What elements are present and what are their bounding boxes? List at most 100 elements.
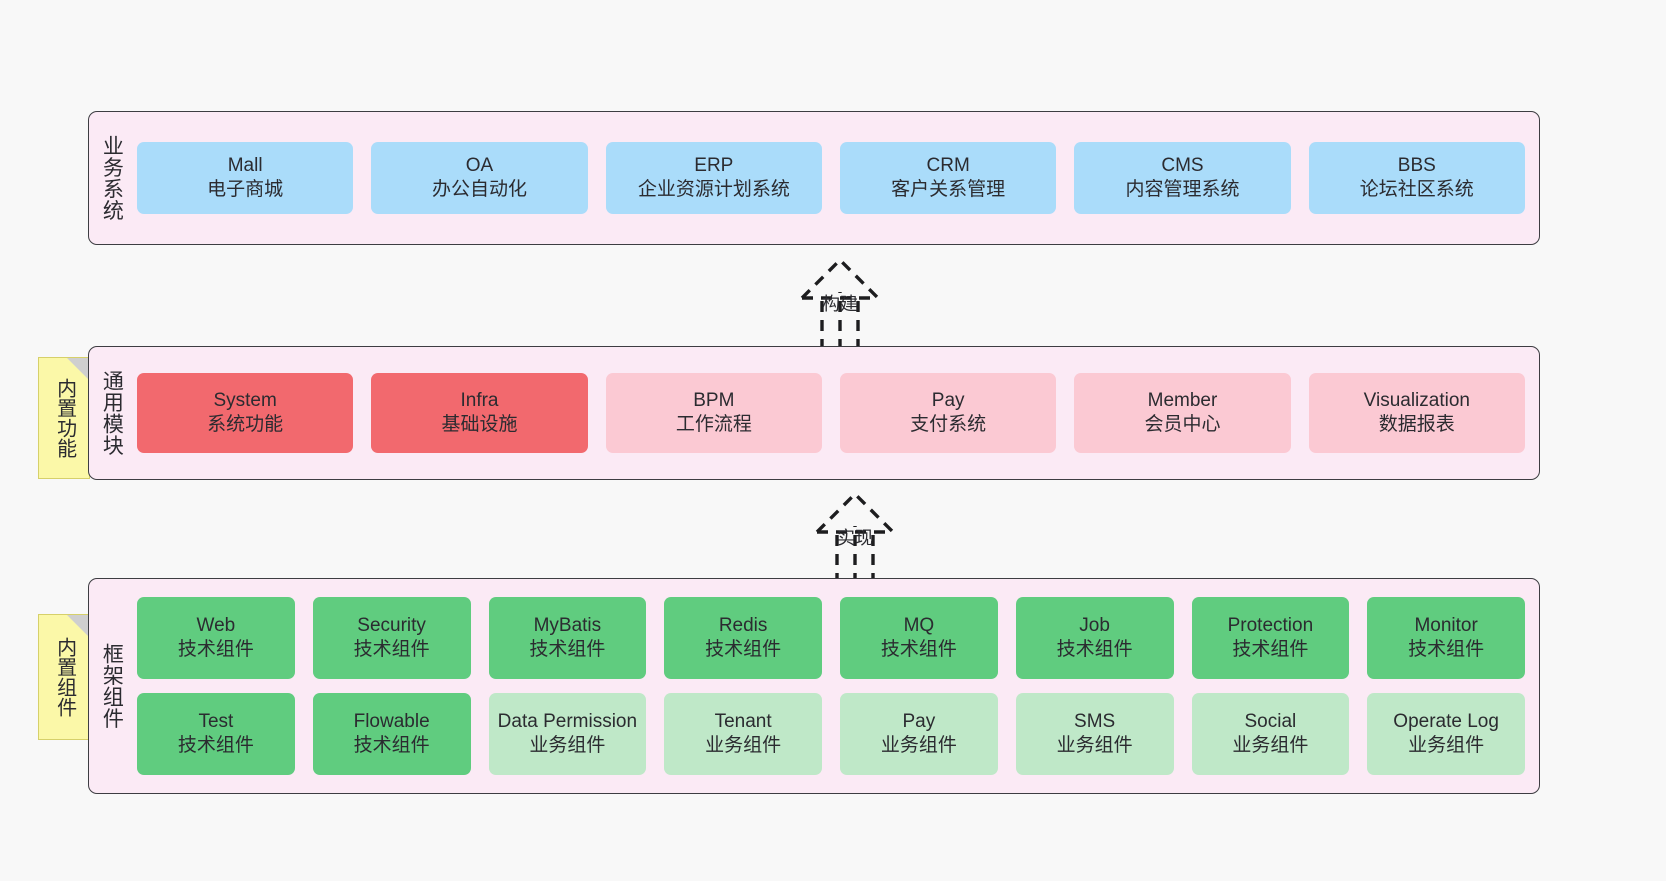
card-sms-name: SMS [1074, 710, 1116, 732]
card-tenant-desc: 业务组件 [705, 735, 782, 756]
card-pay-module-name: Pay [931, 389, 965, 411]
card-protection-desc: 技术组件 [1232, 639, 1309, 660]
layer-business-system: 业务系统 Mall 电子商城 OA 办公自动化 ERP 企业资源计划系统 CRM… [88, 111, 1540, 245]
framework-tech-row: Web 技术组件 Security 技术组件 MyBatis 技术组件 Redi… [137, 597, 1525, 679]
card-crm-name: CRM [926, 154, 970, 176]
card-job-desc: 技术组件 [1056, 639, 1133, 660]
card-web-name: Web [196, 614, 236, 636]
card-social-name: Social [1244, 710, 1297, 732]
note-built-in-component: 内置组件 [38, 614, 90, 740]
card-data-permission-name: Data Permission [497, 710, 638, 732]
card-sms-desc: 业务组件 [1056, 735, 1133, 756]
card-flowable-name: Flowable [353, 710, 430, 732]
card-oa[interactable]: OA 办公自动化 [371, 142, 588, 214]
card-test-name: Test [198, 710, 234, 732]
card-security-name: Security [357, 614, 426, 636]
card-mq-name: MQ [903, 614, 935, 636]
card-operate-log-name: Operate Log [1393, 710, 1499, 732]
layer-framework-component-body: Web 技术组件 Security 技术组件 MyBatis 技术组件 Redi… [133, 579, 1539, 793]
card-operate-log[interactable]: Operate Log 业务组件 [1367, 693, 1525, 775]
card-bpm[interactable]: BPM 工作流程 [605, 373, 822, 453]
note-built-in-function-label: 内置功能 [53, 378, 76, 458]
card-mq-desc: 技术组件 [880, 639, 957, 660]
card-bbs-name: BBS [1397, 154, 1436, 176]
card-bpm-desc: 工作流程 [675, 414, 752, 435]
card-mybatis-name: MyBatis [533, 614, 602, 636]
card-infra[interactable]: Infra 基础设施 [371, 373, 588, 453]
common-card-row: System 系统功能 Infra 基础设施 BPM 工作流程 Pay 支付系统… [137, 373, 1525, 453]
card-pay-component-desc: 业务组件 [880, 735, 957, 756]
card-system[interactable]: System 系统功能 [137, 373, 354, 453]
card-erp-desc: 企业资源计划系统 [637, 179, 790, 200]
card-redis-name: Redis [718, 614, 768, 636]
layer-business-system-title: 业务系统 [100, 135, 124, 221]
card-data-permission[interactable]: Data Permission 业务组件 [488, 693, 647, 775]
card-operate-log-desc: 业务组件 [1408, 735, 1485, 756]
card-security-desc: 技术组件 [353, 639, 430, 660]
layer-business-system-body: Mall 电子商城 OA 办公自动化 ERP 企业资源计划系统 CRM 客户关系… [133, 112, 1539, 244]
card-flowable[interactable]: Flowable 技术组件 [312, 693, 471, 775]
note-built-in-component-label: 内置组件 [53, 637, 76, 717]
card-protection-name: Protection [1227, 614, 1314, 636]
card-web[interactable]: Web 技术组件 [137, 597, 295, 679]
card-web-desc: 技术组件 [177, 639, 254, 660]
card-system-desc: 系统功能 [207, 414, 284, 435]
card-protection[interactable]: Protection 技术组件 [1191, 597, 1350, 679]
card-pay-module[interactable]: Pay 支付系统 [839, 373, 1057, 453]
card-crm[interactable]: CRM 客户关系管理 [839, 142, 1057, 214]
card-mq[interactable]: MQ 技术组件 [840, 597, 998, 679]
card-visualization-name: Visualization [1363, 389, 1470, 411]
layer-framework-component: 框架组件 Web 技术组件 Security 技术组件 MyBatis 技术组件… [88, 578, 1540, 794]
card-member[interactable]: Member 会员中心 [1074, 373, 1291, 453]
card-job-name: Job [1079, 614, 1110, 636]
card-pay-component-name: Pay [902, 710, 936, 732]
card-test[interactable]: Test 技术组件 [137, 693, 295, 775]
card-flowable-desc: 技术组件 [353, 735, 430, 756]
card-crm-desc: 客户关系管理 [891, 179, 1006, 200]
card-oa-desc: 办公自动化 [431, 179, 527, 200]
card-erp-name: ERP [694, 154, 734, 176]
layer-common-module-title: 通用模块 [100, 370, 124, 456]
card-cms[interactable]: CMS 内容管理系统 [1074, 142, 1291, 214]
layer-common-module-body: System 系统功能 Infra 基础设施 BPM 工作流程 Pay 支付系统… [133, 347, 1539, 479]
layer-common-module: 通用模块 System 系统功能 Infra 基础设施 BPM 工作流程 Pay… [88, 346, 1540, 480]
card-bbs[interactable]: BBS 论坛社区系统 [1308, 142, 1525, 214]
card-social-desc: 业务组件 [1232, 735, 1309, 756]
card-pay-component[interactable]: Pay 业务组件 [840, 693, 998, 775]
card-tenant[interactable]: Tenant 业务组件 [664, 693, 822, 775]
card-tenant-name: Tenant [714, 710, 772, 732]
card-monitor-desc: 技术组件 [1408, 639, 1485, 660]
card-bbs-desc: 论坛社区系统 [1359, 179, 1474, 200]
card-social[interactable]: Social 业务组件 [1191, 693, 1350, 775]
card-member-desc: 会员中心 [1144, 414, 1221, 435]
layer-framework-component-title: 框架组件 [100, 643, 124, 729]
card-mybatis[interactable]: MyBatis 技术组件 [488, 597, 647, 679]
card-infra-desc: 基础设施 [441, 414, 518, 435]
card-pay-module-desc: 支付系统 [910, 414, 987, 435]
card-erp[interactable]: ERP 企业资源计划系统 [605, 142, 822, 214]
card-oa-name: OA [465, 154, 494, 176]
business-card-row: Mall 电子商城 OA 办公自动化 ERP 企业资源计划系统 CRM 客户关系… [137, 142, 1525, 214]
card-mall-desc: 电子商城 [207, 179, 284, 200]
note-built-in-function: 内置功能 [38, 357, 90, 479]
card-cms-name: CMS [1161, 154, 1204, 176]
card-mall-name: Mall [227, 154, 263, 176]
card-redis-desc: 技术组件 [705, 639, 782, 660]
card-test-desc: 技术组件 [177, 735, 254, 756]
card-mybatis-desc: 技术组件 [529, 639, 606, 660]
framework-biz-row: Test 技术组件 Flowable 技术组件 Data Permission … [137, 693, 1525, 775]
card-monitor[interactable]: Monitor 技术组件 [1367, 597, 1525, 679]
card-job[interactable]: Job 技术组件 [1015, 597, 1174, 679]
card-sms[interactable]: SMS 业务组件 [1015, 693, 1174, 775]
card-mall[interactable]: Mall 电子商城 [137, 142, 354, 214]
card-system-name: System [213, 389, 277, 411]
card-visualization-desc: 数据报表 [1378, 414, 1455, 435]
card-data-permission-desc: 业务组件 [529, 735, 606, 756]
card-security[interactable]: Security 技术组件 [312, 597, 471, 679]
card-bpm-name: BPM [693, 389, 735, 411]
card-monitor-name: Monitor [1414, 614, 1478, 636]
card-visualization[interactable]: Visualization 数据报表 [1308, 373, 1525, 453]
card-redis[interactable]: Redis 技术组件 [664, 597, 822, 679]
connector-build: 构建 [730, 250, 950, 360]
